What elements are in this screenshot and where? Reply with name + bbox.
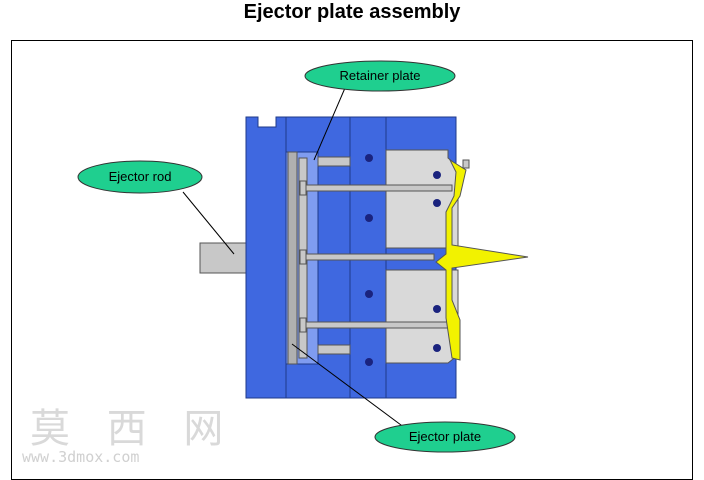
callout-ejector-plate: Ejector plate (374, 421, 516, 453)
bolt-icon (433, 171, 441, 179)
diagram-title: Ejector plate assembly (243, 1, 461, 23)
watermark-url: www.3dmox.com (22, 448, 139, 466)
ejector-pin-2-shaft (305, 253, 435, 261)
bolt-icon (365, 358, 373, 366)
bolt-icon (365, 154, 373, 162)
callout-retainer-plate: Retainer plate (304, 60, 456, 92)
return-pin-bottom (317, 344, 351, 355)
leader-line-retainer (313, 87, 346, 161)
ejector-assembly-diagram: Retainer plate Ejector rod Ejector plate… (22, 60, 529, 466)
bolt-icon (365, 214, 373, 222)
ejector-pin-3 (299, 317, 307, 333)
callout-retainer-plate-label: Retainer plate (340, 68, 421, 83)
callout-ejector-rod-label: Ejector rod (109, 169, 172, 184)
ejector-pin-1-shaft (305, 184, 453, 192)
molded-part (435, 158, 529, 361)
return-pin-top (317, 156, 351, 167)
bolt-icon (433, 344, 441, 352)
leader-line-ejector-rod (182, 191, 235, 255)
ejector-pin-1 (299, 180, 307, 196)
callout-ejector-plate-label: Ejector plate (409, 429, 481, 444)
bolt-icon (433, 305, 441, 313)
sprue-stub (462, 159, 470, 169)
callout-ejector-rod: Ejector rod (77, 160, 203, 194)
ejector-rod (199, 242, 249, 274)
leader-line-ejector-plate (291, 343, 406, 429)
ejector-plate (287, 151, 298, 365)
back-clamp-plate (245, 116, 287, 399)
ejector-pin-2 (299, 249, 307, 265)
watermark-chinese: 莫 西 网 (30, 406, 235, 452)
bolt-icon (433, 199, 441, 207)
bolt-icon (365, 290, 373, 298)
ejector-pin-3-shaft (305, 321, 459, 329)
